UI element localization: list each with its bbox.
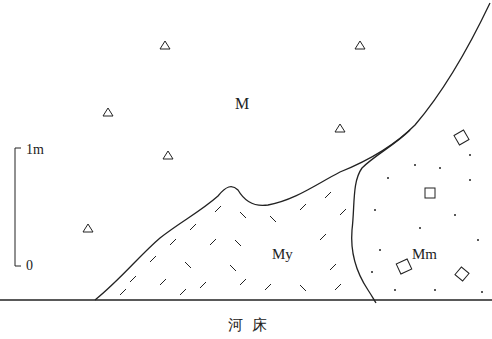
sand-dots <box>371 154 483 293</box>
breccia-triangles <box>83 41 365 232</box>
scale-label: 1m <box>24 142 46 158</box>
unit-label: My <box>270 246 295 263</box>
my-mm-boundary <box>352 130 410 303</box>
boundary-lines <box>0 3 492 303</box>
unit-label: Mm <box>410 246 439 263</box>
riverbed-line <box>0 299 492 300</box>
gravel-blocks <box>396 130 469 281</box>
scale-label: 0 <box>24 258 35 274</box>
riverbed-label: 河床 <box>226 317 278 334</box>
scale-bar <box>15 148 21 266</box>
tuff-dashes <box>120 192 346 295</box>
unit-label: M <box>233 95 251 113</box>
m-lower-boundary <box>95 3 490 300</box>
